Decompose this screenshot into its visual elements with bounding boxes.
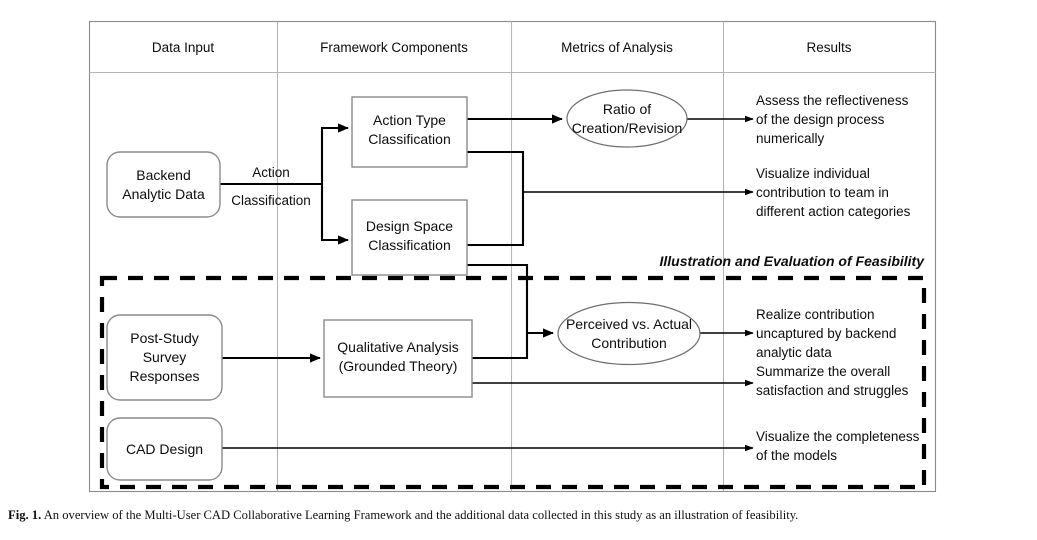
node-perceived-line-1: Perceived vs. Actual <box>566 316 692 332</box>
framework-diagram: Data Input Framework Components Metrics … <box>88 20 937 493</box>
node-cad-design[interactable]: CAD Design <box>106 417 223 481</box>
node-qualitative-analysis-line-2: (Grounded Theory) <box>339 358 458 374</box>
edge-label-classification: Classification <box>231 193 311 208</box>
node-action-type-line-1: Action Type <box>373 112 446 128</box>
result-realize-line-2: uncaptured by backend <box>756 326 896 341</box>
node-backend-analytic-data-line-1: Backend <box>136 167 190 183</box>
node-cad-design-shape <box>106 417 223 481</box>
result-summarize-line-2: satisfaction and struggles <box>756 383 909 398</box>
feasibility-region-boundary <box>99 275 927 490</box>
node-backend-analytic-data-line-2: Analytic Data <box>122 186 205 202</box>
node-perceived-line-2: Contribution <box>591 335 667 351</box>
node-post-study-survey-responses[interactable]: Post-Study Survey Responses <box>106 314 223 401</box>
result-summarize-line-1: Summarize the overall <box>756 364 890 379</box>
node-ratio-line-1: Ratio of <box>603 101 651 117</box>
column-header-results: Results <box>806 40 851 55</box>
node-backend-analytic-data-shape <box>106 151 221 218</box>
node-ratio-shape <box>566 89 688 148</box>
result-assess-line-2: of the design process <box>756 112 885 127</box>
result-visualize-individual-line-2: contribution to team in <box>756 185 889 200</box>
result-realize-line-3: analytic data <box>756 345 832 360</box>
connector-split-to-action-type <box>320 123 349 184</box>
result-assess-line-3: numerically <box>756 131 825 146</box>
node-qualitative-analysis-shape <box>323 319 473 398</box>
result-assess-line-1: Assess the reflectiveness <box>756 93 909 108</box>
result-visualize-completeness: Visualize the completeness of the models <box>756 429 920 463</box>
result-summarize-satisfaction: Summarize the overall satisfaction and s… <box>756 364 909 398</box>
connector-merge-action-design <box>467 150 525 247</box>
figure-caption-label: Fig. 1. <box>8 508 42 522</box>
result-visualize-individual-contribution: Visualize individual contribution to tea… <box>756 166 911 219</box>
node-post-study-survey-line-3: Responses <box>129 368 199 384</box>
node-perceived-shape <box>557 301 701 366</box>
node-post-study-survey-line-1: Post-Study <box>130 330 198 346</box>
column-header-metrics-of-analysis: Metrics of Analysis <box>561 40 673 55</box>
result-realize-line-1: Realize contribution <box>756 307 875 322</box>
connector-split-to-design-space <box>320 184 349 245</box>
node-action-type-classification[interactable]: Action Type Classification <box>351 96 468 168</box>
node-post-study-survey-shape <box>106 314 223 401</box>
node-qualitative-analysis[interactable]: Qualitative Analysis (Grounded Theory) <box>323 319 473 398</box>
node-cad-design-line-1: CAD Design <box>126 441 203 457</box>
node-perceived-vs-actual-contribution[interactable]: Perceived vs. Actual Contribution <box>557 301 701 366</box>
node-design-space-line-1: Design Space <box>366 218 453 234</box>
node-backend-analytic-data[interactable]: Backend Analytic Data <box>106 151 221 218</box>
figure-caption-text: An overview of the Multi-User CAD Collab… <box>43 508 799 522</box>
result-visualize-completeness-line-2: of the models <box>756 448 837 463</box>
column-header-framework-components: Framework Components <box>320 40 468 55</box>
figure-frame <box>88 20 937 493</box>
edge-label-action: Action <box>252 165 290 180</box>
figure-caption: Fig. 1. An overview of the Multi-User CA… <box>8 508 1032 524</box>
node-action-type-line-2: Classification <box>368 131 450 147</box>
result-visualize-individual-line-3: different action categories <box>756 204 911 219</box>
result-visualize-individual-line-1: Visualize individual <box>756 166 870 181</box>
node-design-space-classification[interactable]: Design Space Classification <box>351 199 468 276</box>
column-header-data-input: Data Input <box>152 40 215 55</box>
node-ratio-line-2: Creation/Revision <box>572 120 683 136</box>
result-visualize-completeness-line-1: Visualize the completeness <box>756 429 920 444</box>
node-post-study-survey-line-2: Survey <box>143 349 187 365</box>
result-assess-reflectiveness: Assess the reflectiveness of the design … <box>756 93 909 146</box>
node-design-space-shape <box>351 199 468 276</box>
node-qualitative-analysis-line-1: Qualitative Analysis <box>337 339 458 355</box>
node-design-space-line-2: Classification <box>368 237 450 253</box>
connector-merge-design-qualitative <box>467 263 529 360</box>
node-ratio-of-creation-revision[interactable]: Ratio of Creation/Revision <box>566 89 688 148</box>
node-action-type-shape <box>351 96 468 168</box>
feasibility-region-title: Illustration and Evaluation of Feasibili… <box>660 253 926 269</box>
result-realize-contribution-uncaptured: Realize contribution uncaptured by backe… <box>756 307 896 360</box>
